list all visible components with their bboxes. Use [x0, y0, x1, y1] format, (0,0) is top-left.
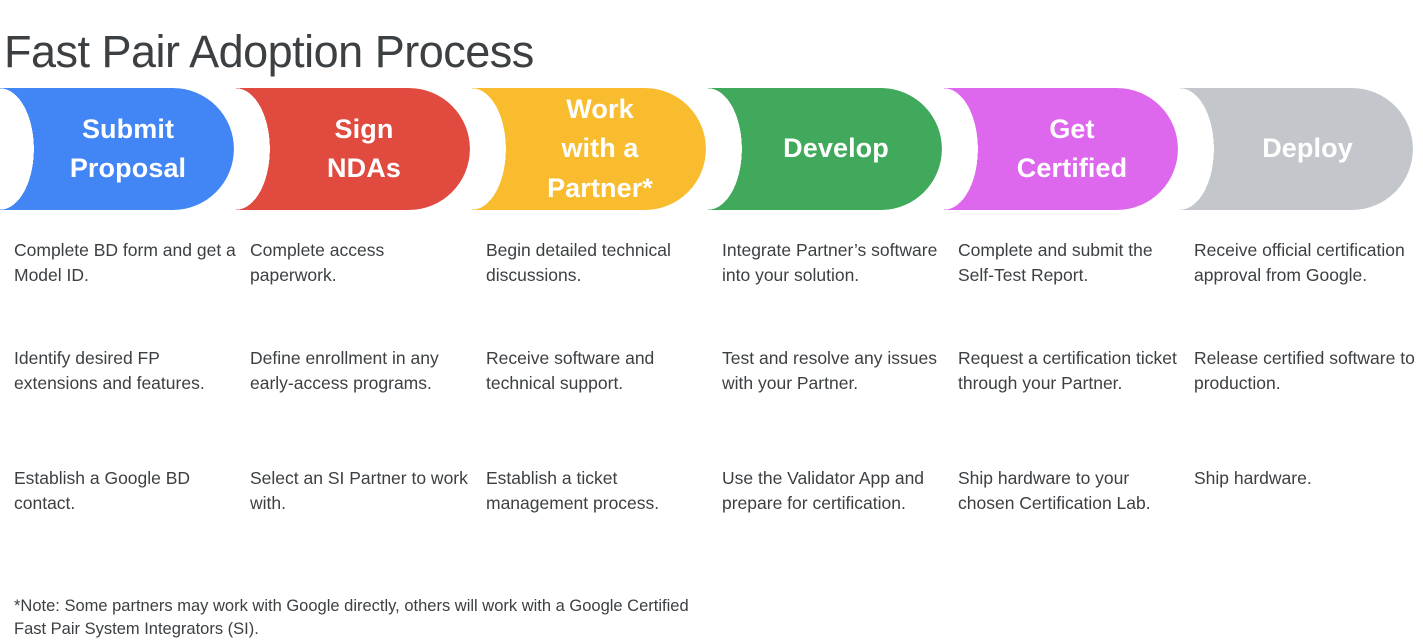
stage-banner-label: Submit Proposal	[48, 110, 186, 188]
stage-detail-item: Define enrollment in any early-access pr…	[250, 346, 472, 396]
stage-detail-item: Complete BD form and get a Model ID.	[14, 238, 236, 288]
stage-detail-item: Begin detailed technical discussions.	[486, 238, 708, 288]
stage-banner-submit-proposal[interactable]: Submit Proposal	[0, 88, 234, 210]
stage-banner-deploy[interactable]: Deploy	[1180, 88, 1413, 210]
stage-detail-item: Receive official certification approval …	[1194, 238, 1416, 288]
stage-detail-item: Establish a ticket management process.	[486, 466, 708, 516]
stage-detail-item: Select an SI Partner to work with.	[250, 466, 472, 516]
stage-banner-label: Sign NDAs	[305, 110, 401, 188]
footnote-note: *Note: Some partners may work with Googl…	[14, 595, 714, 642]
stage-banner-get-certified[interactable]: Get Certified	[944, 88, 1178, 210]
stage-detail-item: Ship hardware.	[1194, 466, 1416, 491]
page-title: Fast Pair Adoption Process	[4, 26, 534, 78]
stage-detail-item: Use the Validator App and prepare for ce…	[722, 466, 944, 516]
stage-banner-label: Develop	[761, 129, 889, 168]
stage-detail-item: Release certified software to production…	[1194, 346, 1416, 396]
stage-detail-item: Test and resolve any issues with your Pa…	[722, 346, 944, 396]
stage-detail-item: Integrate Partner’s software into your s…	[722, 238, 944, 288]
stage-detail-item: Complete and submit the Self-Test Report…	[958, 238, 1180, 288]
stage-banner-develop[interactable]: Develop	[708, 88, 942, 210]
stage-detail-item: Ship hardware to your chosen Certificati…	[958, 466, 1180, 516]
stage-banner-sign-ndas[interactable]: Sign NDAs	[236, 88, 470, 210]
stage-banner-label: Get Certified	[995, 110, 1127, 188]
process-stage-banner-band: Submit Proposal Sign NDAs Work with a Part…	[0, 88, 1423, 210]
stage-detail-item: Complete access paperwork.	[250, 238, 472, 288]
stage-banner-label: Deploy	[1240, 129, 1353, 168]
stage-banner-label: Work with a Partner*	[525, 90, 653, 207]
stage-detail-item: Identify desired FP extensions and featu…	[14, 346, 236, 396]
stage-banner-work-with-a-partner[interactable]: Work with a Partner*	[472, 88, 706, 210]
stage-detail-item: Receive software and technical support.	[486, 346, 708, 396]
stage-detail-item: Request a certification ticket through y…	[958, 346, 1180, 396]
stage-detail-item: Establish a Google BD contact.	[14, 466, 236, 516]
